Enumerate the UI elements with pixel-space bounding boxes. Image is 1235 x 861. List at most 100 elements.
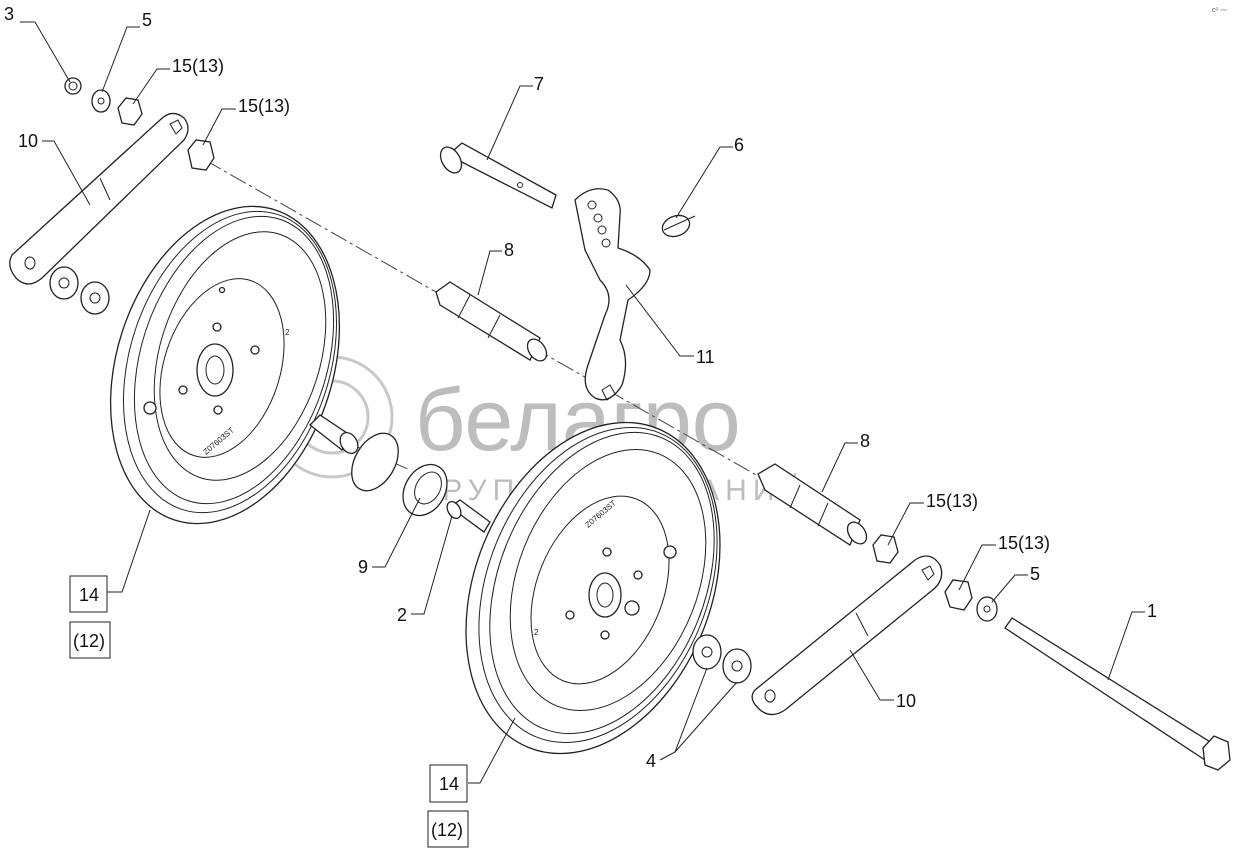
bracket-11-hole <box>597 225 607 235</box>
callout-5: 5 <box>142 10 152 30</box>
upper-wheel-bolt-hole <box>178 385 188 395</box>
clip-6-bar <box>663 215 696 231</box>
callout-1: 1 <box>1147 601 1157 621</box>
boxed-labels: 14 (12) 14 (12) <box>69 575 469 848</box>
leader-11 <box>625 284 694 357</box>
bushing-15-a <box>117 97 143 126</box>
upper-wheel-small-hole <box>218 286 226 294</box>
leader-7 <box>486 85 533 161</box>
washer-5 <box>91 89 111 113</box>
nut-3-bore <box>68 81 78 91</box>
leader-3 <box>20 21 71 83</box>
leader-lines <box>20 21 1145 784</box>
bushing-15-d <box>944 579 973 611</box>
upper-wheel-bolt-hole <box>213 405 223 415</box>
axle-8-upper-end <box>526 338 548 362</box>
leader-8a <box>477 250 502 296</box>
leader-8b <box>821 442 858 493</box>
lower-arm-bend-line <box>855 612 869 637</box>
box-14-left-label: 14 <box>79 585 99 605</box>
upper-wheel: Z07603ST 2 <box>109 205 341 525</box>
leader-5b <box>991 574 1028 603</box>
spacer-4-b <box>722 648 752 684</box>
callout-4: 4 <box>646 751 656 771</box>
washer-5-b-bore <box>983 605 991 613</box>
callout-labels: 3 5 15(13) 15(13) 10 7 6 8 11 8 15(13) 1… <box>4 4 1157 771</box>
lower-wheel-bolt-hole <box>565 610 575 620</box>
leader-1 <box>1107 611 1145 681</box>
spacer-washer-b <box>80 281 110 315</box>
callout-15-13: 15(13) <box>238 96 290 116</box>
lower-wheel-bolt-hole <box>600 630 610 640</box>
spacer-4-b-bore <box>731 660 743 672</box>
leader-9 <box>372 497 421 568</box>
leader-10b <box>849 649 894 701</box>
lower-wheel-hub-plate <box>530 495 670 685</box>
leader-5a <box>101 26 140 93</box>
long-bolt-1-head <box>1202 735 1231 771</box>
seal-9-inner <box>414 471 442 505</box>
callout-10: 10 <box>896 691 916 711</box>
lower-arm-10 <box>751 555 943 716</box>
box-14-left <box>69 575 108 613</box>
callout-9: 9 <box>358 557 368 577</box>
upper-wheel-rim-line <box>123 210 337 514</box>
upper-wheel-bore <box>205 355 225 385</box>
callout-7: 7 <box>534 74 544 94</box>
bracket-11-square-hole <box>601 384 616 401</box>
upper-wheel-bolt-hole <box>250 345 260 355</box>
box-14-bottom-label: 14 <box>439 774 459 794</box>
callout-5: 5 <box>1030 564 1040 584</box>
bolt-2 <box>446 499 491 533</box>
leader-4b <box>674 681 738 753</box>
lower-wheel-bolt-hole <box>602 547 612 557</box>
top-left-hardware <box>64 77 215 171</box>
box-12-bottom <box>427 810 469 848</box>
spacer-washer-a <box>49 266 79 300</box>
long-bolt-1 <box>1004 617 1231 771</box>
clip-6-ring <box>661 214 691 238</box>
lower-right-hardware <box>872 534 998 622</box>
lower-arm-square-hole <box>921 565 935 581</box>
upper-wheel-valve <box>143 401 157 415</box>
upper-arm-bend-line <box>99 177 111 201</box>
lower-wheel-valve <box>624 600 640 616</box>
hub-cap <box>351 432 399 492</box>
axle-8-lower-shoulder <box>789 484 801 509</box>
nut-3 <box>64 77 82 95</box>
axle-8-lower <box>757 463 868 546</box>
leader-2 <box>411 515 453 615</box>
lower-wheel-small-mark: 2 <box>534 628 539 637</box>
upper-wheel-face-ring <box>153 231 327 481</box>
callout-8: 8 <box>504 240 514 260</box>
spacer-4-a-bore <box>701 646 713 658</box>
corner-mark: сᵒ ◦◦◦ <box>1212 7 1228 14</box>
callout-3: 3 <box>4 4 14 24</box>
upper-arm-10 <box>9 112 189 315</box>
upper-wheel-hub-plate <box>159 278 285 458</box>
box-12-bottom-label: (12) <box>431 820 463 840</box>
callout-8: 8 <box>860 431 870 451</box>
callout-15-13: 15(13) <box>926 491 978 511</box>
upper-wheel-bolt-hole <box>212 322 222 332</box>
callout-15-13: 15(13) <box>172 56 224 76</box>
pin-7-shaft <box>446 142 557 209</box>
callout-10: 10 <box>18 131 38 151</box>
lower-wheel-valve-2 <box>663 545 677 559</box>
callout-11: 11 <box>696 347 715 367</box>
lower-wheel-bolt-hole <box>633 570 643 580</box>
spacer-washer-b-bore <box>89 292 101 304</box>
spacers-4 <box>692 634 752 684</box>
leader-14b <box>468 717 516 784</box>
pin-7-head <box>439 146 463 174</box>
box-12-left-label: (12) <box>73 631 105 651</box>
callout-2: 2 <box>397 605 407 625</box>
bracket-11-hole <box>593 213 603 223</box>
upper-arm-square-hole <box>169 119 183 135</box>
pin-7 <box>439 142 557 209</box>
seal-9-outer <box>402 463 448 517</box>
upper-wheel-rim-line-2 <box>133 215 335 505</box>
lower-arm-body <box>751 555 943 716</box>
